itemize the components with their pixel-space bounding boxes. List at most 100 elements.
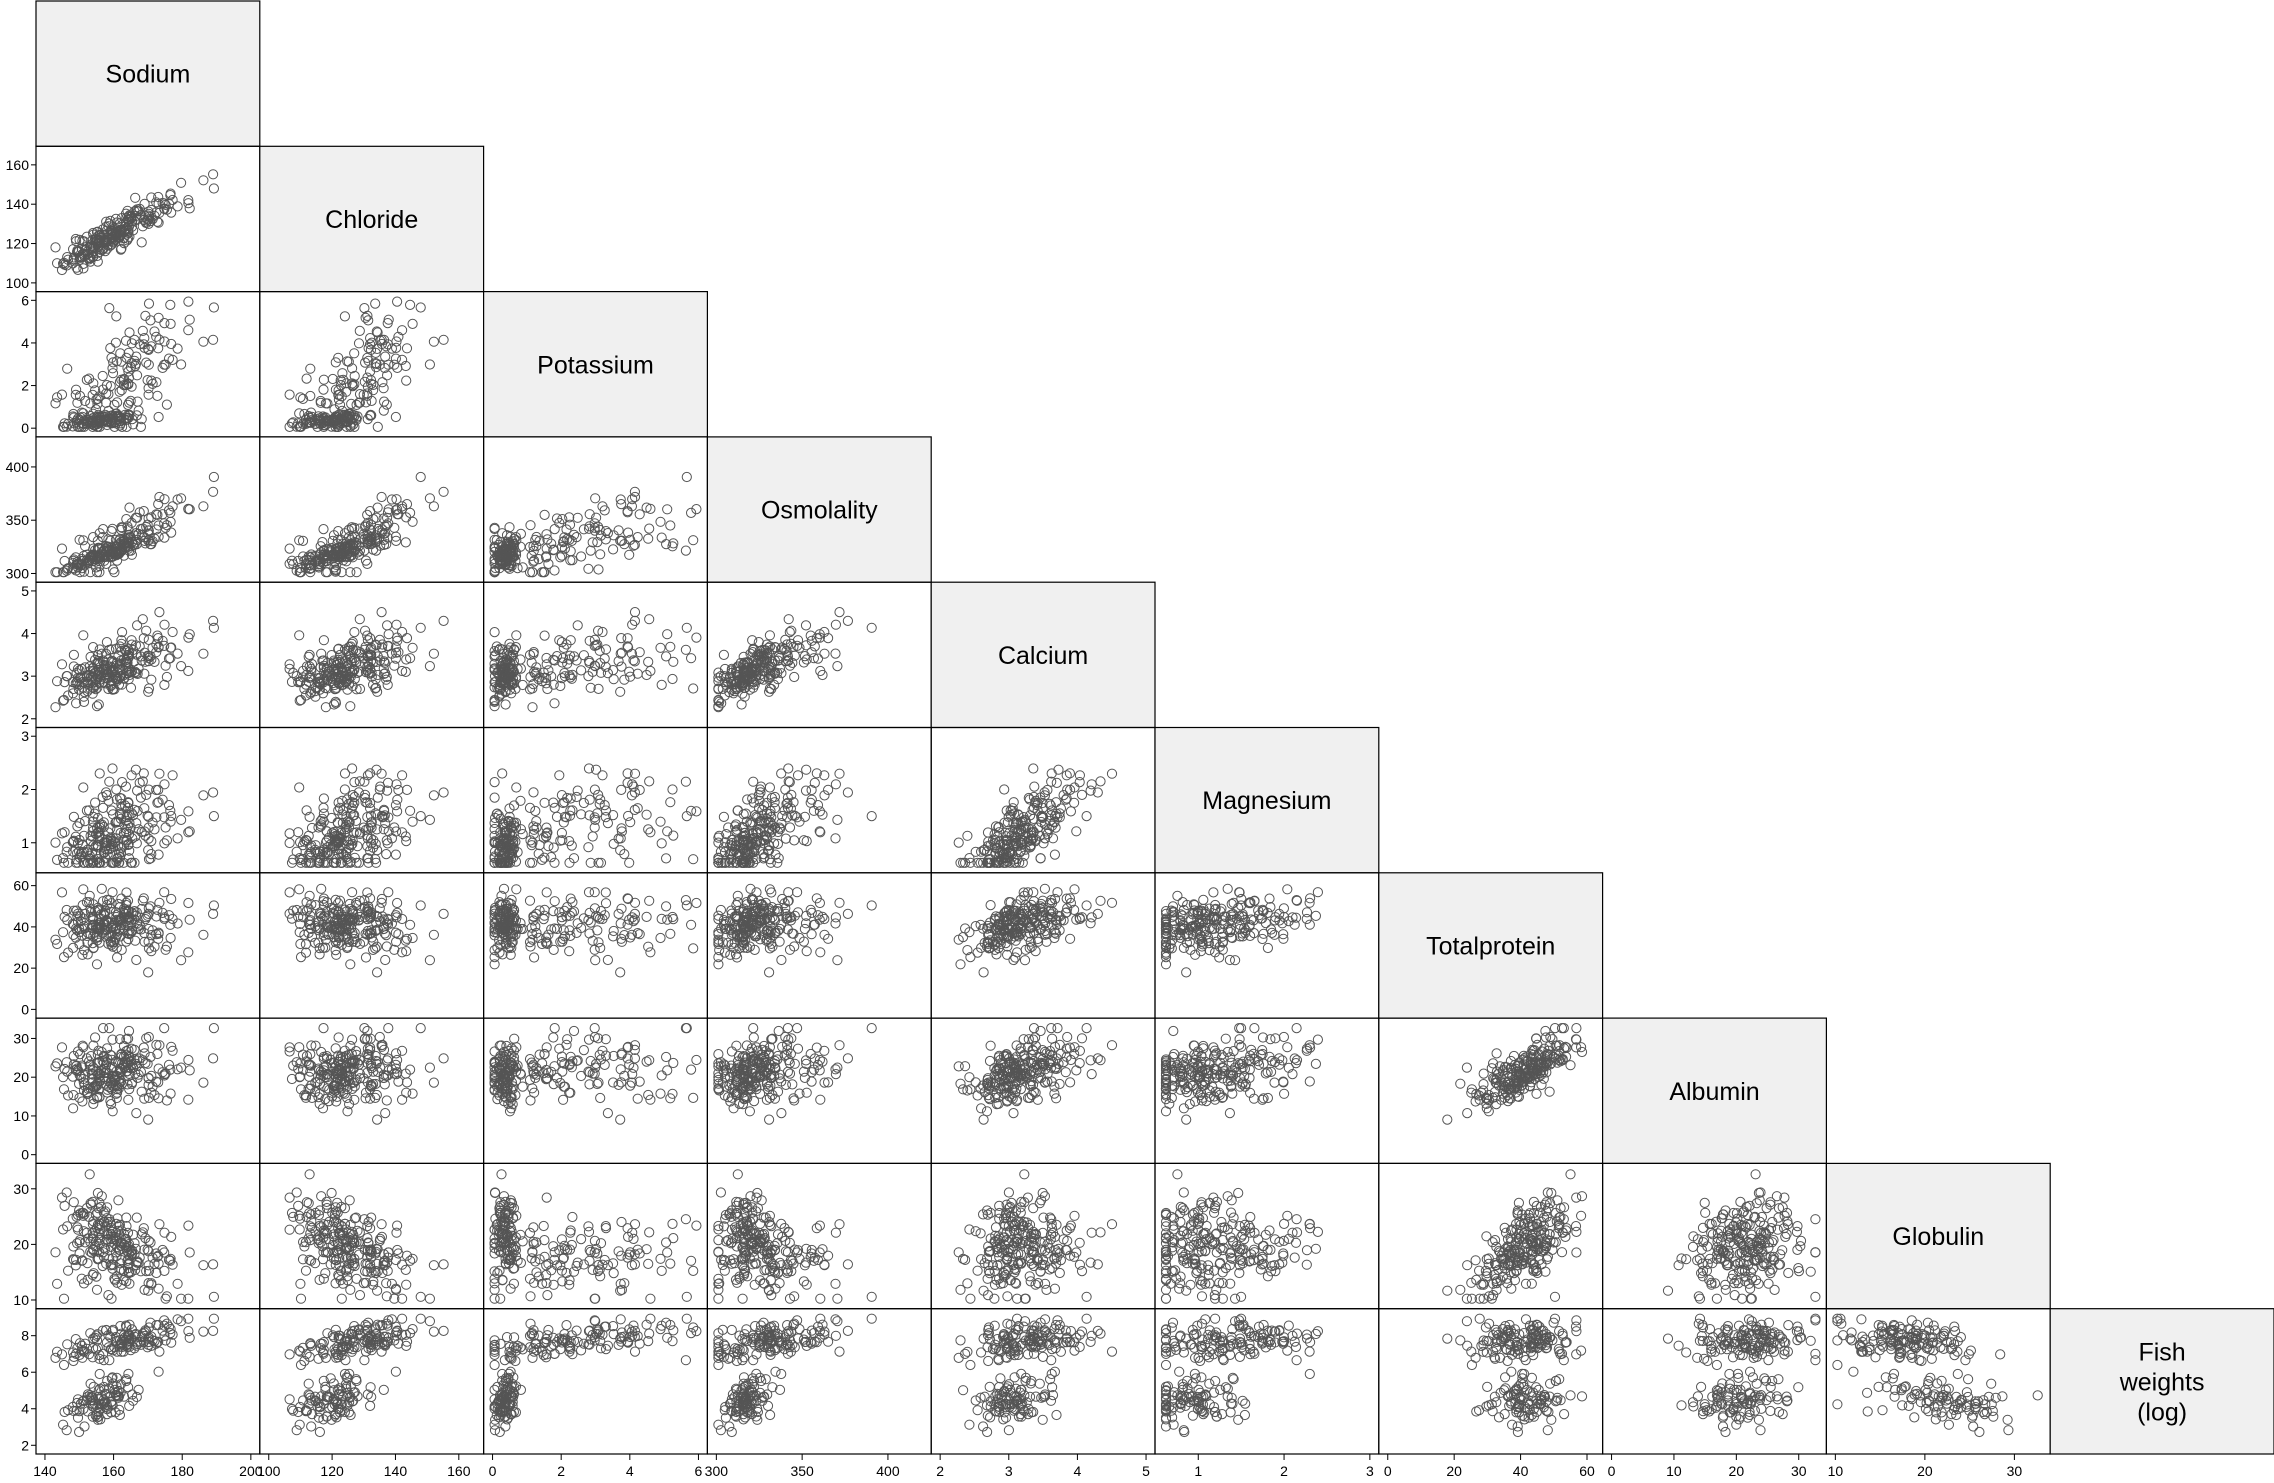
data-point (176, 955, 187, 966)
data-point (415, 811, 426, 822)
data-point (625, 817, 636, 828)
data-point (104, 303, 115, 314)
variable-label-chloride: Chloride (325, 206, 418, 234)
data-point (377, 377, 388, 388)
data-point (978, 967, 989, 978)
data-point (644, 776, 655, 787)
data-point (284, 543, 295, 554)
data-point (587, 935, 598, 946)
data-point (1029, 781, 1040, 792)
data-point (116, 546, 127, 557)
data-point (297, 535, 309, 547)
data-point (295, 421, 307, 432)
data-point (108, 564, 119, 575)
data-point (345, 959, 356, 970)
data-point (146, 836, 157, 847)
data-point (347, 542, 358, 553)
data-point (62, 671, 73, 682)
data-point (641, 911, 652, 923)
data-point (524, 567, 536, 578)
data-point (137, 221, 148, 232)
data-point (121, 421, 132, 432)
data-point (688, 854, 699, 865)
data-point (293, 827, 304, 838)
data-point (830, 833, 841, 844)
data-point (415, 622, 426, 633)
data-point (98, 524, 109, 535)
data-point (208, 302, 219, 313)
data-point (806, 794, 817, 805)
data-point (163, 800, 175, 811)
data-point (76, 421, 87, 432)
data-point (71, 384, 82, 395)
data-point (688, 683, 699, 694)
data-point (365, 366, 376, 377)
data-point (589, 784, 601, 795)
data-point (389, 359, 400, 370)
data-point (121, 887, 132, 898)
data-point (349, 777, 360, 788)
data-point (98, 552, 109, 563)
data-point (376, 607, 387, 618)
data-point (623, 893, 634, 905)
data-point (415, 471, 426, 483)
data-point (166, 338, 177, 350)
data-point (1064, 768, 1076, 779)
data-point (123, 372, 135, 383)
data-point (304, 412, 315, 423)
data-point (407, 642, 418, 653)
data-point (776, 954, 787, 966)
data-point (593, 937, 604, 948)
data-point (159, 619, 170, 630)
data-point (208, 787, 219, 798)
data-point (668, 656, 679, 667)
data-point (415, 302, 426, 313)
data-point (1181, 967, 1192, 978)
data-point (718, 811, 730, 823)
data-point (208, 486, 219, 497)
data-point (379, 362, 390, 374)
data-point (558, 925, 569, 936)
data-point (378, 513, 389, 524)
data-point (392, 806, 403, 817)
data-point (151, 331, 162, 342)
data-point (138, 506, 149, 517)
data-point (1172, 890, 1183, 902)
data-point (320, 702, 331, 713)
data-point (120, 409, 131, 420)
data-point (140, 216, 151, 227)
data-point (125, 213, 136, 225)
data-point (183, 665, 194, 677)
data-point (1071, 826, 1082, 837)
data-point (354, 534, 366, 545)
data-point (665, 797, 676, 808)
data-point (318, 384, 329, 395)
data-point (405, 299, 416, 310)
data-point (105, 343, 116, 354)
data-point (70, 389, 81, 400)
data-point (208, 622, 219, 633)
data-point (315, 556, 326, 567)
data-point (143, 298, 155, 309)
data-point (397, 354, 408, 365)
data-point (340, 415, 351, 426)
data-point (866, 622, 877, 633)
data-point (328, 414, 340, 425)
data-point (132, 620, 143, 631)
data-point (56, 389, 68, 400)
data-point (198, 929, 209, 940)
data-point (842, 908, 854, 920)
data-point (78, 566, 90, 577)
data-point (183, 195, 194, 206)
data-point (590, 955, 601, 966)
data-point (390, 849, 401, 860)
data-point (497, 768, 508, 779)
diagonal-panel-potassium (483, 291, 709, 438)
data-point (116, 243, 127, 254)
data-point (397, 626, 408, 638)
data-point (645, 947, 656, 958)
data-point (163, 505, 175, 516)
data-point (595, 942, 606, 954)
data-point (50, 567, 61, 578)
data-point (524, 857, 536, 868)
